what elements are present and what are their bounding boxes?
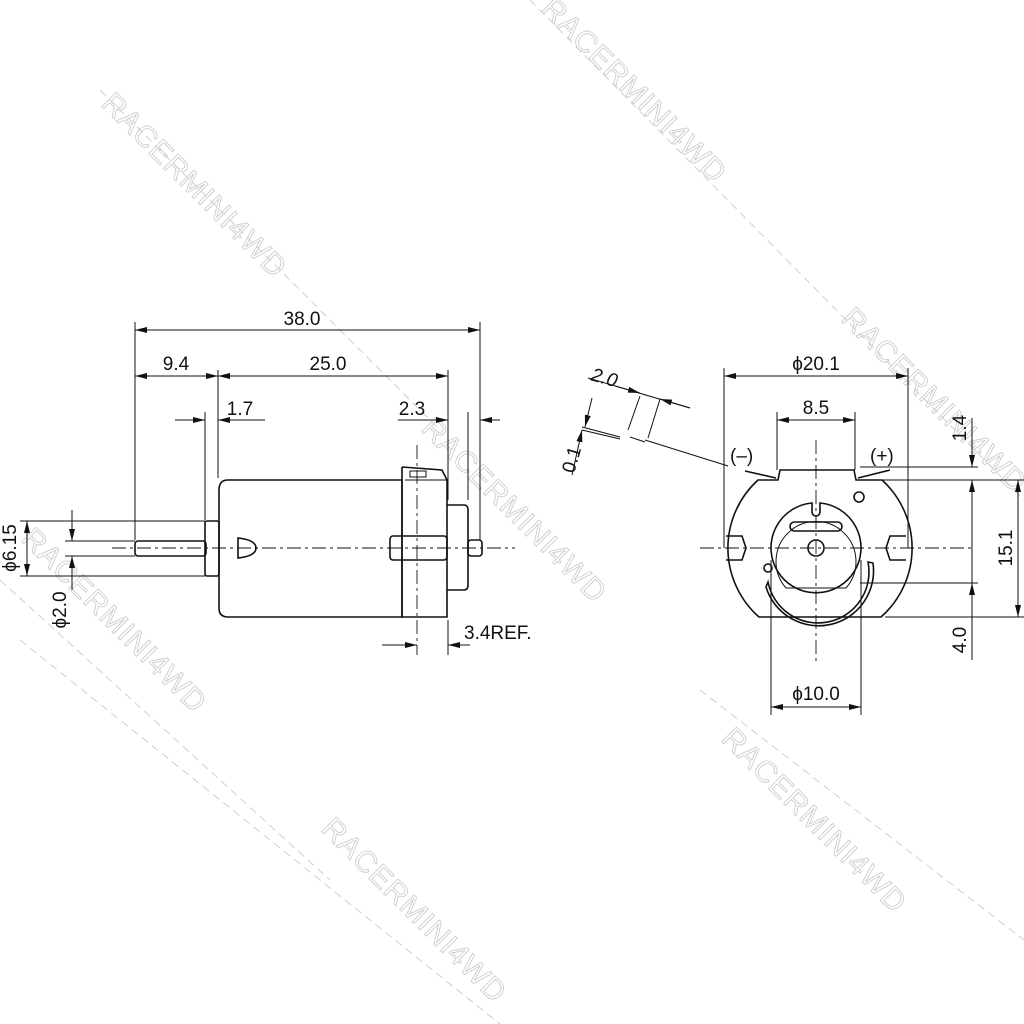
dim-body-diameter: ϕ20.1 [792,354,840,375]
dim-terminal-height: 1.4 [950,414,971,441]
watermark-text: RACERMINI4WD [535,0,733,190]
dim-body-height: 15.1 [996,530,1017,567]
end-bell-outline [727,469,913,618]
shaft-end [807,539,825,557]
end-view: (–) (+) ϕ20.1 8.5 1.4 4.0 15.1 [559,354,1024,715]
dim-lug-width: 8.5 [803,398,829,419]
watermark-text: RACERMINI4WD [95,87,293,285]
dim-flange-thickness: 1.7 [227,399,253,420]
dim-rear-boss: 2.3 [399,399,425,420]
mount-slot-right [885,535,906,561]
dim-boss-diameter: ϕ10.0 [792,684,840,705]
watermark-text: RACERMINI4WD [715,722,913,920]
terminal-minus-label: (–) [730,446,753,467]
shaft [134,540,207,557]
watermark-text: RACERMINI4WD [415,412,613,610]
dim-shaft-length: 9.4 [163,354,190,375]
dim-terminal-width: 2.0 [588,364,621,392]
rear-boss [447,504,469,591]
dim-bracket-ref: 3.4REF. [464,623,532,644]
terminal-plus [857,469,891,479]
dim-terminal-thickness: 0.1 [559,444,586,475]
mount-slot-left [726,535,747,561]
dim-body-length: 25.0 [310,354,347,375]
terminal-minus [744,470,777,479]
bearing-boss [770,502,862,594]
terminal-plus-label: (+) [870,446,894,467]
dim-flange-diameter: ϕ6.15 [0,524,21,572]
front-flange [204,520,220,577]
side-view: 38.0 9.4 25.0 1.7 2.3 ϕ6.15 ϕ2.0 3.4REF. [0,309,532,655]
rear-shaft [467,539,483,557]
can-dimple [237,537,257,559]
dim-bottom-offset: 4.0 [950,627,971,653]
watermark-text: RACERMINI4WD [315,812,513,1010]
watermark-text: RACERMINI4WD [15,522,213,720]
dim-shaft-diameter: ϕ2.0 [50,591,71,628]
watermark-text: RACERMINI4WD [835,302,1024,500]
bearing-housing [389,535,448,561]
end-bell [401,466,448,618]
dim-overall-length: 38.0 [284,309,321,330]
motor-can [218,479,403,618]
